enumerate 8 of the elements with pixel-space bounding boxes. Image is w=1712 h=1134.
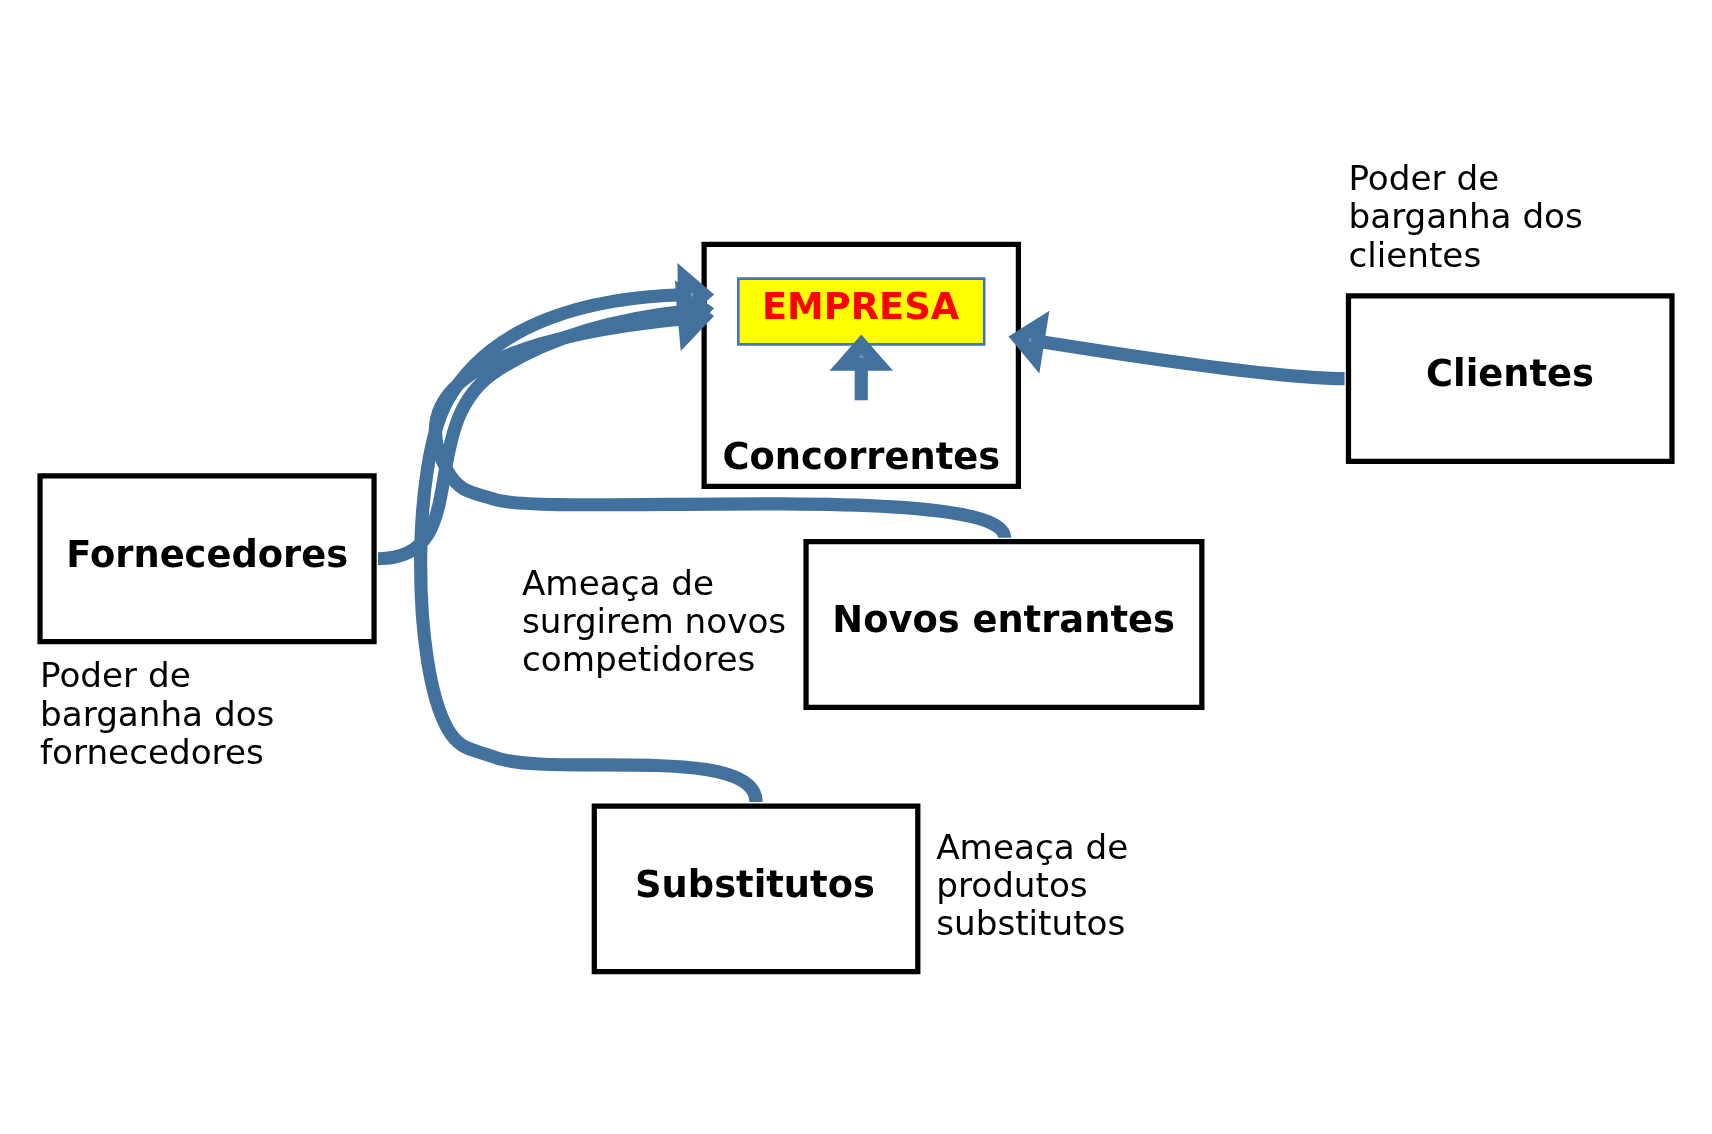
node-label: Poder de barganha dos fornecedores [40,655,275,772]
arrow [414,263,763,805]
node-box: EMPRESA [737,277,986,346]
node-label: Ameaça de surgirem novos competidores [521,562,787,679]
node-label: Poder de barganha dos clientes [1348,158,1583,275]
node-label: Ameaça de produtos substitutos [936,827,1129,944]
arrow [829,334,894,401]
arrow [1008,310,1345,386]
